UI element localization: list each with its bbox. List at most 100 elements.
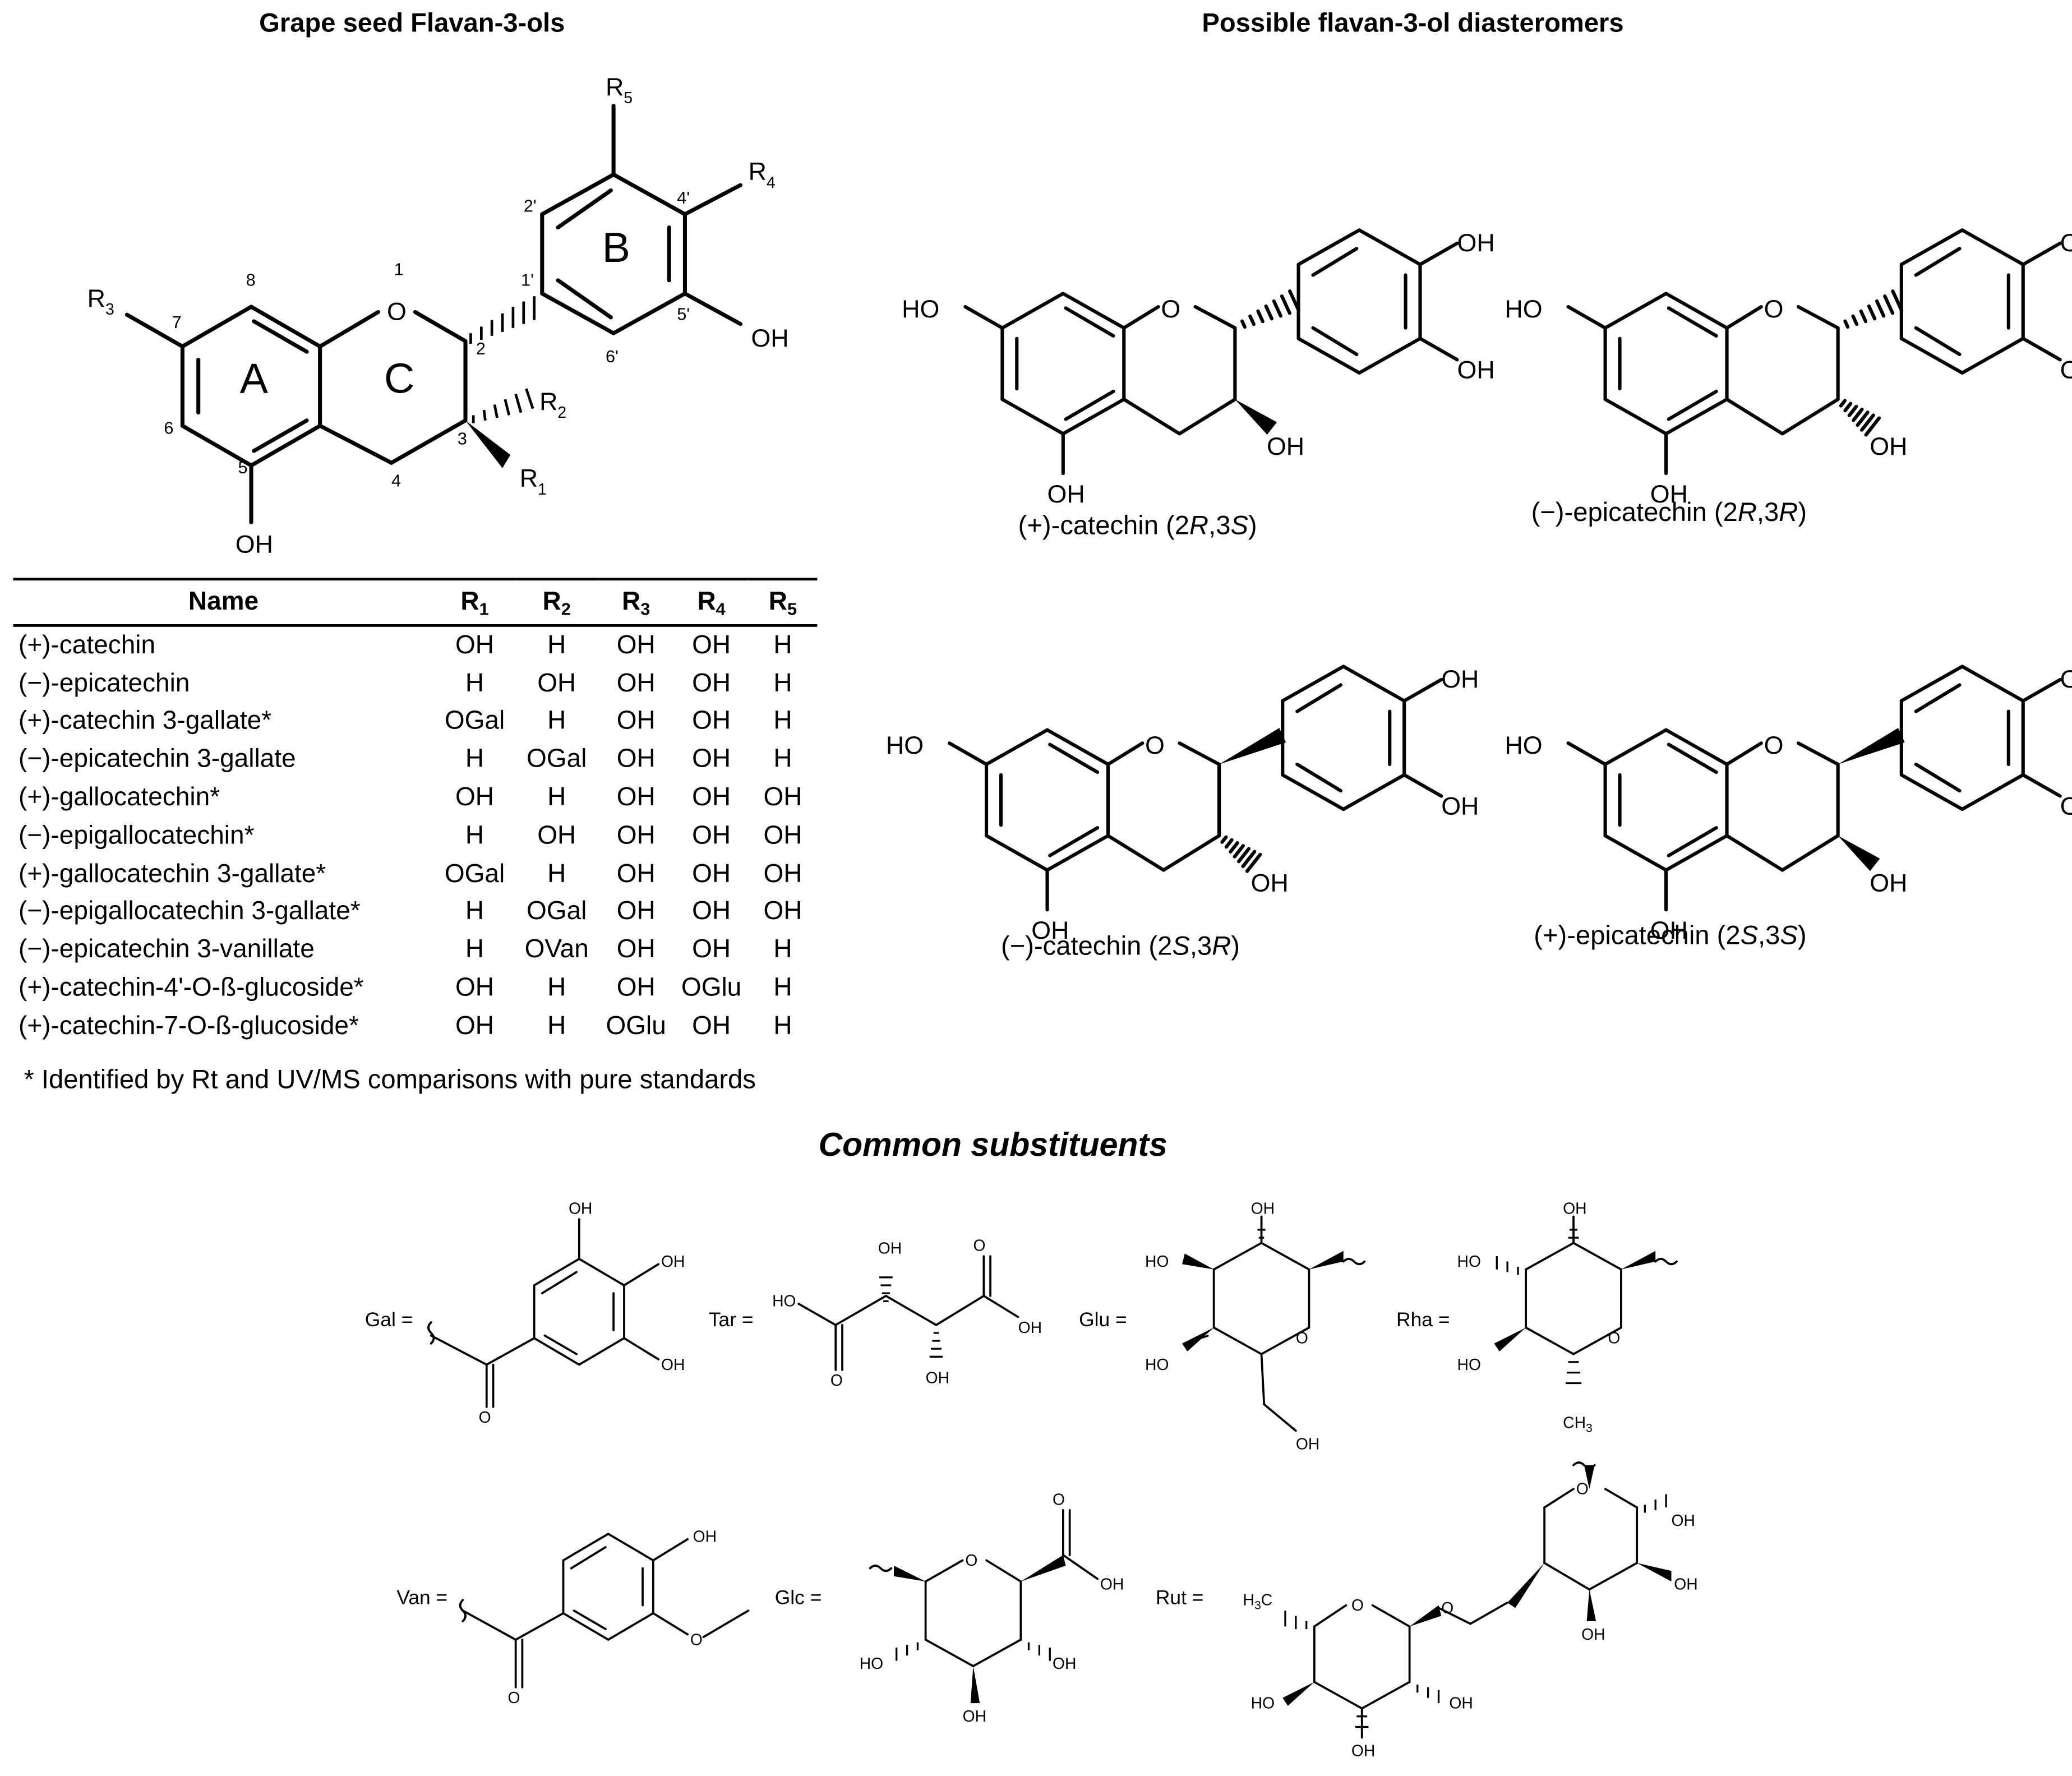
c5-oh-label: OH (1047, 480, 1085, 508)
svg-text:1: 1 (394, 260, 404, 279)
c5-oh-label: OH (1650, 916, 1688, 944)
svg-text:OH: OH (963, 1707, 986, 1725)
substituent-hashes (879, 1229, 1667, 1728)
svg-text:6: 6 (164, 418, 173, 437)
svg-text:2': 2' (524, 196, 537, 215)
substituent-cell: OH (692, 745, 731, 774)
svg-text:O: O (1441, 1599, 1453, 1617)
substituent-cell: H (465, 668, 484, 698)
svg-text:OH: OH (661, 1355, 685, 1373)
substituent-cell: OGal (527, 745, 587, 774)
svg-text:OH: OH (1100, 1575, 1124, 1593)
svg-text:HO: HO (1457, 1355, 1481, 1373)
compound-name-cell: (−)-epigallocatechin 3-gallate* (19, 897, 361, 926)
substituent-cell: H (465, 897, 484, 926)
compound-name-cell: (+)-catechin-7-O-ß-glucoside* (19, 1011, 359, 1041)
c5-oh-label: OH (1650, 480, 1688, 508)
compound-name-cell: (+)-catechin 3-gallate* (19, 707, 272, 736)
c5-oh-label: OH (1031, 916, 1069, 944)
svg-text:O: O (830, 1371, 843, 1389)
substituent-cell: OGlu (681, 973, 742, 1003)
svg-text:O: O (690, 1630, 703, 1648)
svg-text:OH: OH (1672, 1511, 1695, 1529)
svg-text:HO: HO (1251, 1694, 1275, 1712)
svg-text:6': 6' (606, 347, 619, 366)
caption-plus-catechin: (+)-catechin (2R,3S) (1018, 511, 1257, 541)
substituent-cell: OH (763, 859, 802, 888)
ring-oxygen-label: O (1764, 731, 1784, 759)
substituent-cell: OH (692, 707, 731, 736)
right-panel-title: Possible flavan-3-ol diasteromers (1202, 9, 1624, 39)
substituent-cell: OGal (527, 897, 587, 926)
svg-text:OH: OH (1351, 1741, 1375, 1759)
svg-text:1': 1' (521, 270, 534, 289)
svg-text:O: O (1576, 1480, 1589, 1498)
substituent-cell: OH (616, 821, 656, 850)
svg-text:OH: OH (1296, 1434, 1319, 1452)
position-numbers: 1 2 3 4 5 6 7 8 1' 2' 4' 5' 6' (164, 188, 690, 491)
svg-text:OH: OH (926, 1368, 949, 1386)
caption-minus-epicatechin: (−)-epicatechin (2R,3R) (1531, 498, 1807, 528)
substituent-cell: OH (763, 783, 802, 812)
substituent-cell: OGal (444, 859, 505, 888)
col-header-r4: R4 (697, 587, 726, 619)
ring-a-label: A (240, 354, 269, 402)
svg-text:3: 3 (458, 429, 467, 448)
substituent-cell: OH (455, 783, 495, 812)
compound-name-cell: (+)-catechin (19, 630, 156, 660)
substituent-cell: OH (616, 897, 656, 926)
substituent-cell: OH (616, 630, 656, 660)
col-header-r2: R2 (542, 587, 571, 619)
substituent-cell: OH (692, 668, 731, 698)
gal-label: Gal = (365, 1309, 413, 1331)
col-header-r3: R3 (622, 587, 650, 619)
substituent-cell: H (547, 1011, 566, 1041)
substituent-wedges (894, 1251, 1672, 1706)
substituent-cell: H (547, 783, 566, 812)
ring-oxygen-label: O (1145, 731, 1165, 759)
substituent-cell: OH (763, 821, 802, 850)
rha-label: Rha = (1396, 1309, 1450, 1331)
b-ring-oh-label: OH (2060, 229, 2072, 257)
compound-name-cell: (−)-epigallocatechin* (19, 821, 255, 850)
substituent-cell: OH (692, 859, 731, 888)
svg-text:OH: OH (1581, 1625, 1605, 1643)
substituent-cell: OVan (524, 935, 589, 965)
svg-text:7: 7 (172, 313, 182, 332)
compound-name-cell: (+)-gallocatechin* (19, 783, 220, 812)
b-ring-oh-label: OH (2060, 792, 2072, 820)
substituent-cell: H (547, 859, 566, 888)
c3-oh-label: OH (1251, 869, 1289, 897)
svg-text:OH: OH (661, 1252, 685, 1270)
glc-label: Glc = (775, 1586, 822, 1608)
compound-name-cell: (−)-epicatechin 3-vanillate (19, 935, 315, 965)
svg-text:OH: OH (1018, 1318, 1042, 1336)
svg-text:OH: OH (1674, 1575, 1697, 1593)
substituent-cell: OH (692, 1011, 731, 1041)
ring-oxygen-label: O (1161, 295, 1180, 323)
svg-text:HO: HO (1145, 1355, 1169, 1373)
svg-text:8: 8 (246, 270, 256, 289)
substituent-cell: H (465, 745, 484, 774)
substituent-cell: OH (692, 935, 731, 965)
substituent-cell: H (773, 935, 792, 965)
c3-oh-label: OH (1870, 869, 1907, 897)
van-label: Van = (396, 1586, 447, 1608)
ring-c-label: C (384, 354, 414, 402)
svg-text:HO: HO (1145, 1252, 1169, 1270)
substituent-cell: H (773, 668, 792, 698)
substituent-cell: OH (616, 973, 656, 1003)
substituent-cell: OH (455, 630, 495, 660)
